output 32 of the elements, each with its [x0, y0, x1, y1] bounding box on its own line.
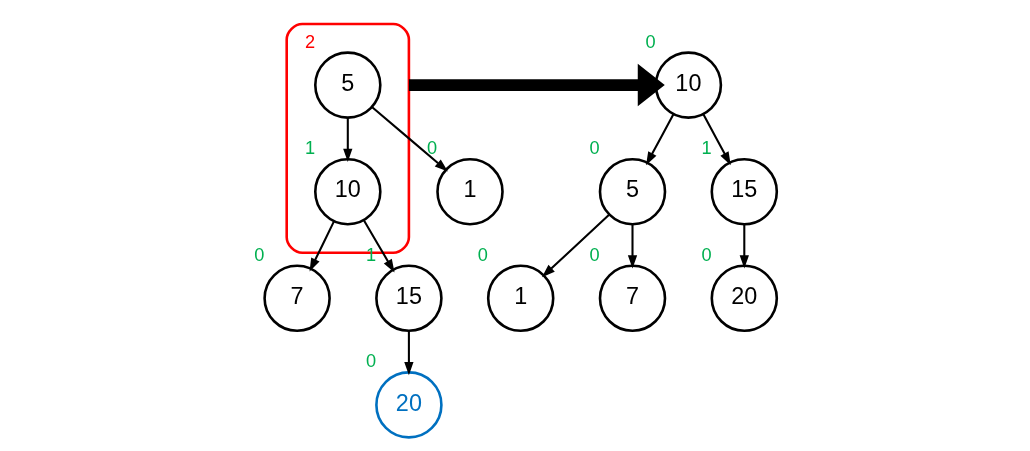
node-label: 0	[426, 138, 437, 159]
arrow	[739, 224, 749, 269]
node-circle: 10	[313, 157, 382, 226]
node-circle: 15	[710, 157, 778, 226]
node-circle: 15	[374, 264, 443, 333]
node-label: 0	[589, 244, 600, 265]
node-label: 0	[700, 244, 712, 265]
arrow	[408, 63, 665, 107]
node-label: 0	[477, 244, 488, 265]
node-circle: 7	[262, 264, 331, 333]
node-label: 0	[365, 351, 376, 372]
node-circle: 5	[313, 51, 382, 119]
arrow	[309, 220, 335, 272]
arrow	[370, 106, 448, 172]
node-label: 1	[700, 138, 712, 159]
arrow	[645, 113, 674, 166]
node-circle: 20	[374, 371, 443, 439]
node-label: 0	[645, 31, 656, 52]
node-circle: 10	[654, 51, 722, 119]
node-label: 0	[253, 244, 264, 265]
node-circle: 20	[710, 264, 778, 333]
node-label: 2	[304, 31, 315, 52]
arrow	[342, 117, 352, 162]
node-label: 0	[589, 138, 600, 159]
node-label: 1	[304, 138, 315, 159]
node-circle: 7	[598, 264, 666, 333]
arrow	[362, 219, 395, 273]
node-circle: 5	[598, 157, 666, 226]
arrow	[541, 213, 610, 278]
arrow	[403, 330, 414, 376]
arrow	[627, 224, 637, 269]
arrow	[701, 113, 731, 166]
